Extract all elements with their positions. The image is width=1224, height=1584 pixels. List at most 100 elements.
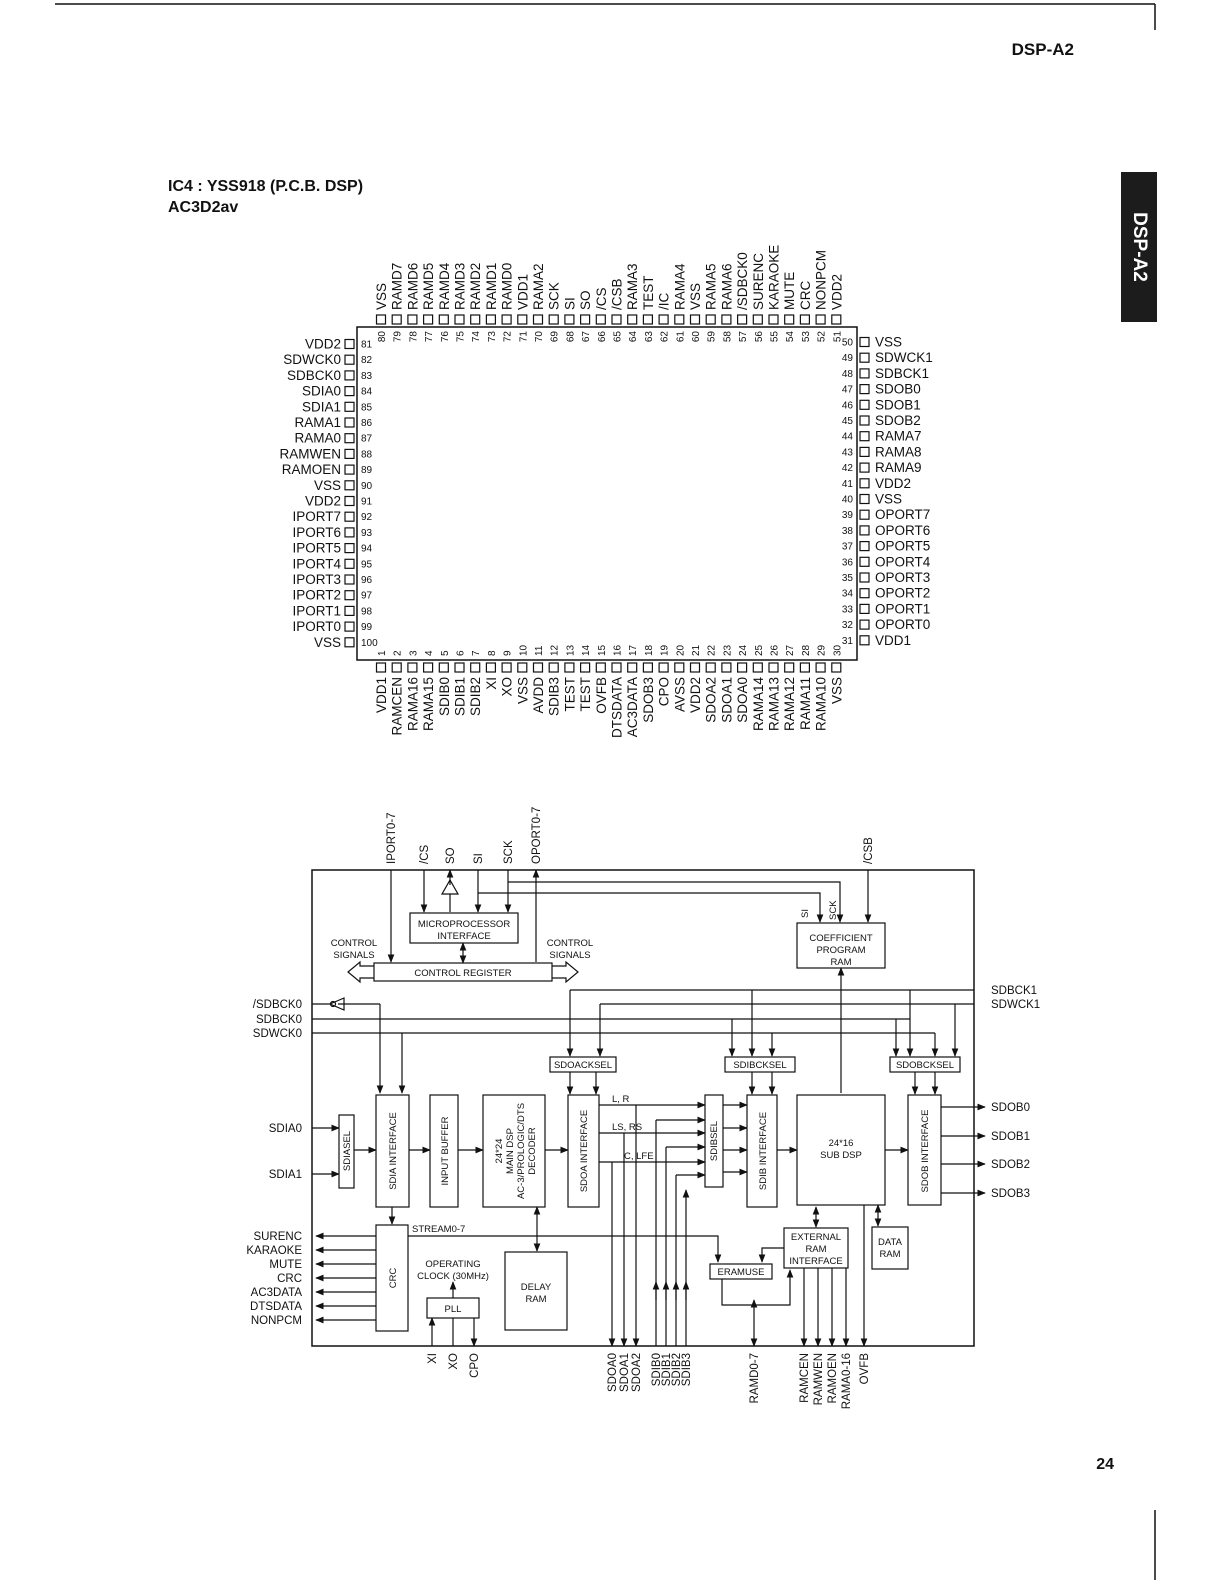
pin-pad <box>470 314 481 325</box>
pin-number: 89 <box>361 465 373 476</box>
pin-pad <box>642 662 654 673</box>
pin-name: RAMD2 <box>468 263 483 310</box>
pin-pad <box>391 662 402 673</box>
top-signal-label: SI <box>473 853 485 864</box>
bottom-signal-label: SDIB0 <box>651 1353 663 1386</box>
sdibcksel-label: SDIBCKSEL <box>733 1060 786 1071</box>
pin-name: /CS <box>594 287 609 310</box>
bottom-signal-label: RAMOEN <box>827 1353 839 1403</box>
pin-pad <box>859 399 870 410</box>
pin-pad <box>611 314 622 325</box>
pin-number: 75 <box>456 331 467 343</box>
pin-number: 8 <box>487 650 498 656</box>
sig-nsdbck0: /SDBCK0 <box>253 999 302 1011</box>
stream-line <box>408 1235 722 1263</box>
control-register-block <box>373 962 553 982</box>
pin-name: SDBCK1 <box>875 366 929 381</box>
sig-karaoke: KARAOKE <box>246 1245 302 1257</box>
coef-label-2: PROGRAM <box>816 945 865 956</box>
pin-number: 85 <box>361 402 373 413</box>
sig-sdia1: SDIA1 <box>269 1169 302 1181</box>
pin-pad <box>375 314 387 325</box>
sdiasel-block <box>338 1114 355 1189</box>
pin-pad <box>859 352 870 363</box>
sdia-if-label: SDIA INTERFACE <box>388 1112 399 1190</box>
pin-pad <box>752 662 763 673</box>
pin-pad <box>344 605 355 617</box>
top-signal-label: SCK <box>503 840 515 864</box>
sig-sdob3: SDOB3 <box>991 1188 1030 1200</box>
pin-number: 62 <box>660 331 671 343</box>
pin-pad <box>768 662 779 673</box>
sig-crc: CRC <box>277 1273 302 1285</box>
pin-number: 59 <box>707 331 718 343</box>
pin-name: OPORT0 <box>875 617 930 632</box>
pin-number: 92 <box>361 512 373 523</box>
pin-name: SCK <box>547 282 562 310</box>
pin-pad <box>815 314 826 325</box>
pin-name: RAMD1 <box>484 263 499 310</box>
pin-number: 13 <box>565 644 576 656</box>
pin-name: VSS <box>875 492 902 507</box>
pin-name: VDD2 <box>305 337 341 352</box>
pin-pad <box>391 314 402 325</box>
pin-pad <box>423 314 434 325</box>
main-label-2: MAIN DSP <box>505 1128 516 1174</box>
pin-name: OPORT5 <box>875 539 930 554</box>
pin-name: NONPCM <box>814 250 829 310</box>
pin-pad <box>859 635 870 646</box>
pin-number: 20 <box>675 644 686 656</box>
bottom-signal-label: XI <box>427 1353 439 1364</box>
sdobcksel-label: SDOBCKSEL <box>896 1060 954 1071</box>
pin-number: 40 <box>842 495 854 506</box>
pin-pad <box>859 603 870 615</box>
pin-name: VSS <box>688 283 703 310</box>
pin-number: 24 <box>738 644 749 656</box>
pin-pad <box>859 336 870 348</box>
top-signal-label: OPORT0-7 <box>531 807 543 864</box>
pin-name: RAMOEN <box>282 462 341 477</box>
pin-number: 36 <box>842 557 854 568</box>
pin-number: 64 <box>628 331 639 343</box>
ctrl-arrow-right <box>552 960 579 984</box>
pin-pad <box>736 314 748 325</box>
pin-name: SDIB1 <box>453 677 468 716</box>
pin-name: SDIB2 <box>468 677 483 716</box>
pin-number: 43 <box>842 447 854 458</box>
pin-pad <box>344 637 355 648</box>
pin-pad <box>768 314 779 325</box>
pin-name: KARAOKE <box>767 245 782 310</box>
pin-pad <box>344 621 355 632</box>
main-label-3: AC-3/PROLOGIC/DTS <box>516 1103 527 1199</box>
pin-number: 22 <box>707 644 718 656</box>
pin-name: RAMA13 <box>767 677 782 731</box>
sig-sdob0: SDOB0 <box>991 1102 1030 1114</box>
delay-label-1: DELAY <box>521 1282 552 1293</box>
pin-pad <box>859 509 870 520</box>
ctl-sig-b2: SIGNALS <box>549 950 590 961</box>
pin-name: VSS <box>314 478 341 493</box>
header-model: DSP-A2 <box>1011 40 1074 59</box>
dataram-label-2: RAM <box>879 1249 900 1260</box>
pin-number: 69 <box>550 331 561 343</box>
top-signal-label: /CS <box>419 845 431 865</box>
crc-label: CRC <box>388 1268 399 1289</box>
pin-name: VSS <box>875 335 902 350</box>
bottom-signal-label: CPO <box>469 1353 481 1378</box>
pin-pad <box>501 314 512 325</box>
pin-number: 38 <box>842 526 854 537</box>
pin-pad <box>784 314 795 325</box>
pin-number: 74 <box>471 331 482 343</box>
pin-pad <box>736 662 748 673</box>
pin-number: 55 <box>770 331 781 343</box>
pin-pad <box>485 662 496 673</box>
pin-number: 7 <box>471 650 482 656</box>
pin-name: RAMA1 <box>294 415 341 430</box>
pin-number: 70 <box>534 331 545 343</box>
input-buf-label: INPUT BUFFER <box>440 1116 451 1185</box>
pin-number: 77 <box>424 331 435 343</box>
line-si-coef <box>478 892 824 923</box>
sdoacksel-label: SDOACKSEL <box>554 1060 612 1071</box>
block-diagram <box>311 869 986 1347</box>
top-signal-label: SO <box>445 847 457 864</box>
